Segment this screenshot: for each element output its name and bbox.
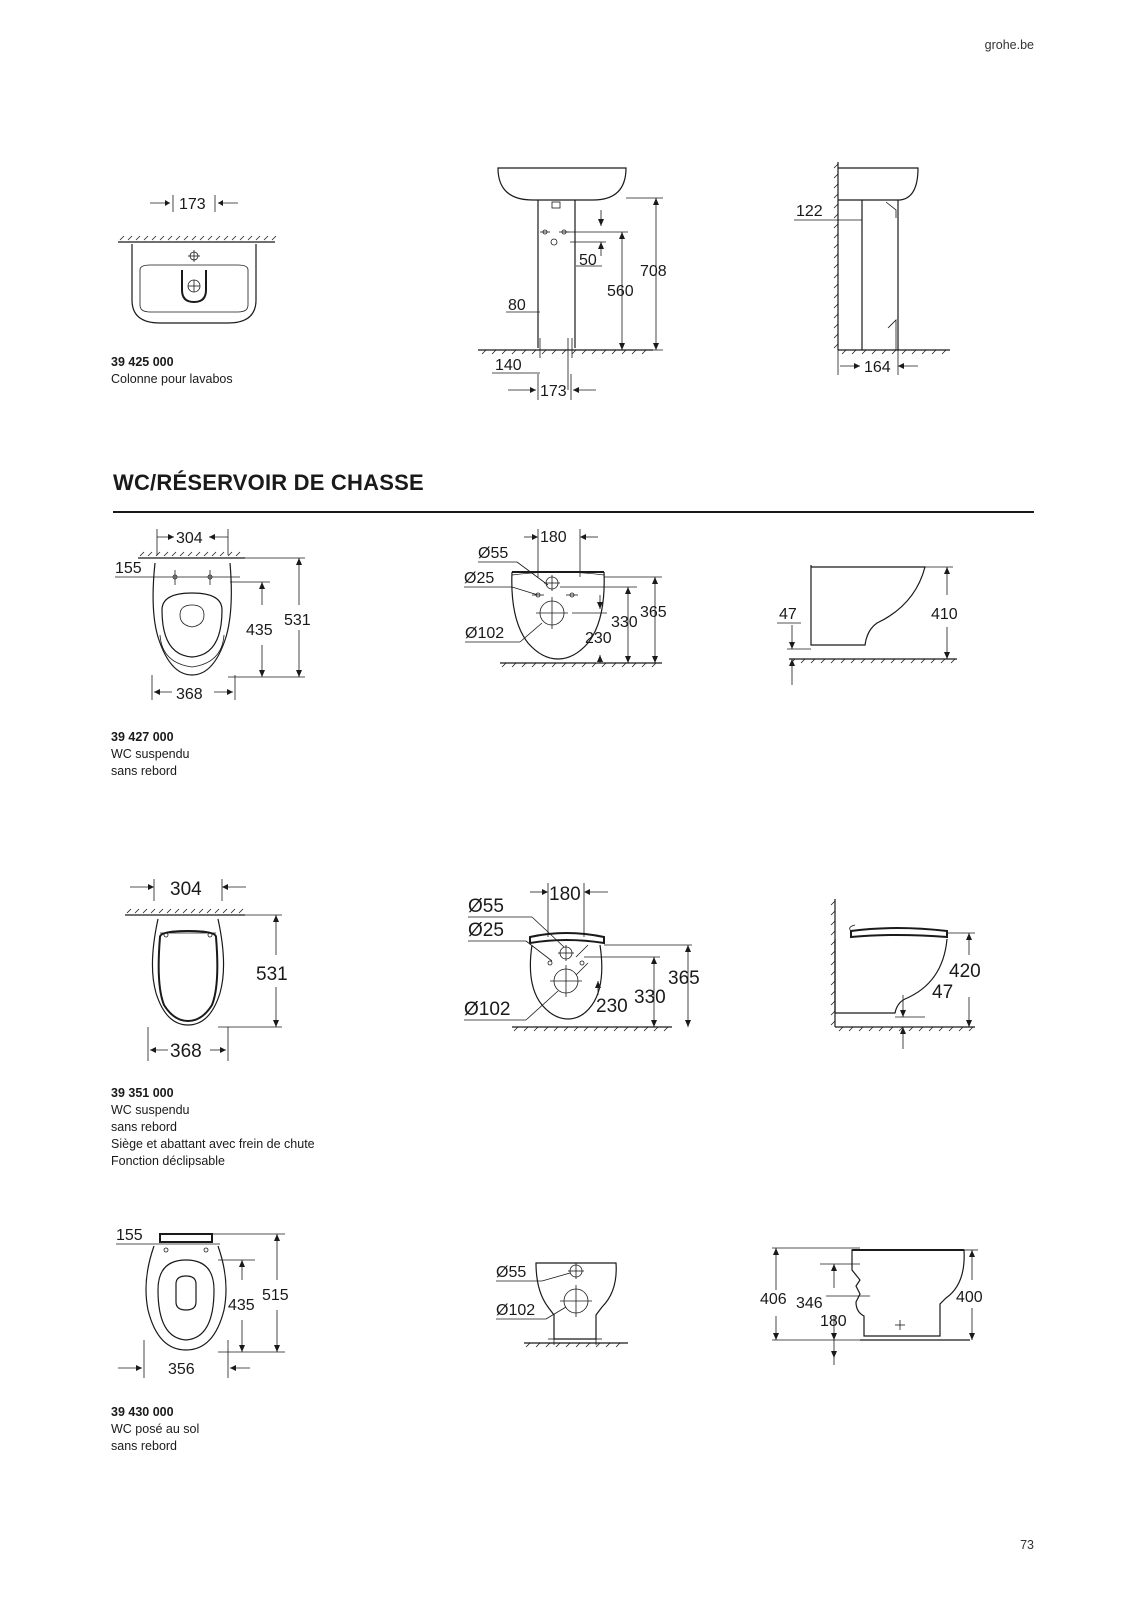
product-caption-39430000: 39 430 000 WC posé au sol sans rebord — [111, 1404, 199, 1455]
dim-140: 140 — [495, 357, 522, 374]
wc2-front-view-drawing: 180 Ø55 Ø25 Ø102 365 330 230 — [464, 883, 700, 1032]
dim-435: 435 — [246, 622, 273, 639]
dim-410: 410 — [931, 606, 958, 623]
dim-d55-b: Ø55 — [468, 896, 504, 917]
dim-365-b: 365 — [668, 968, 700, 989]
dim-356: 356 — [168, 1361, 195, 1378]
dim-330: 330 — [611, 614, 638, 631]
dim-368: 368 — [176, 686, 203, 703]
product-desc-line: WC suspendu — [111, 1103, 190, 1117]
product-caption-39351000: 39 351 000 WC suspendu sans rebord Siège… — [111, 1085, 315, 1170]
column-top-view-drawing: 173 — [118, 195, 277, 324]
dim-173-top: 173 — [179, 196, 206, 213]
dim-230: 230 — [585, 630, 612, 647]
dim-47: 47 — [779, 606, 797, 623]
dim-47-b: 47 — [932, 982, 953, 1003]
wc2-side-view-drawing: 420 47 — [830, 899, 981, 1049]
page-number: 73 — [1020, 1538, 1034, 1552]
dim-304: 304 — [176, 530, 203, 547]
dim-560: 560 — [607, 283, 634, 300]
dim-164: 164 — [864, 359, 891, 376]
wc2-top-view-drawing: 304 531 368 — [125, 879, 288, 1062]
dim-80: 80 — [508, 297, 526, 314]
dim-420: 420 — [949, 961, 981, 982]
product-code: 39 425 000 — [111, 355, 174, 369]
column-front-view-drawing: 708 560 50 80 140 173 — [478, 167, 667, 400]
dim-173-bottom: 173 — [540, 383, 567, 400]
dim-230-b: 230 — [596, 996, 628, 1017]
dim-531-b: 531 — [256, 964, 288, 985]
product-code: 39 430 000 — [111, 1405, 174, 1419]
dim-435-c: 435 — [228, 1297, 255, 1314]
product-desc-line: sans rebord — [111, 1120, 178, 1134]
dim-346: 346 — [796, 1295, 823, 1312]
wc3-side-view-drawing: 406 346 180 400 — [760, 1247, 983, 1365]
product-code: 39 427 000 — [111, 730, 174, 744]
dim-d102-b: Ø102 — [464, 999, 510, 1020]
dim-406: 406 — [760, 1291, 787, 1308]
dim-708: 708 — [640, 263, 667, 280]
section-title: WC/RÉSERVOIR DE CHASSE — [113, 470, 424, 495]
section-divider — [113, 511, 1034, 513]
dim-122: 122 — [796, 203, 823, 220]
wc3-front-view-drawing: Ø55 Ø102 — [496, 1262, 628, 1348]
dim-d25-b: Ø25 — [468, 920, 504, 941]
column-side-view-drawing: 122 164 — [794, 162, 950, 376]
product-desc-line: Colonne pour lavabos — [111, 372, 233, 386]
dim-180-b: 180 — [549, 884, 581, 905]
dim-368-b: 368 — [170, 1041, 202, 1062]
wc3-top-view-drawing: 155 435 515 356 — [116, 1227, 289, 1378]
dim-330-b: 330 — [634, 987, 666, 1008]
dim-d102-c: Ø102 — [496, 1302, 535, 1319]
dim-d55-c: Ø55 — [496, 1264, 526, 1281]
dim-515: 515 — [262, 1287, 289, 1304]
product-desc-line: Fonction déclipsable — [111, 1154, 225, 1168]
product-desc-line: WC posé au sol — [111, 1422, 200, 1436]
dim-531: 531 — [284, 612, 311, 629]
product-desc-line: sans rebord — [111, 764, 178, 778]
product-caption-39427000: 39 427 000 WC suspendu sans rebord — [111, 729, 190, 780]
dim-155: 155 — [115, 560, 142, 577]
dim-304-b: 304 — [170, 879, 202, 900]
wc1-top-view-drawing: 304 155 435 531 368 — [115, 529, 311, 703]
dim-50: 50 — [579, 252, 597, 269]
dim-365: 365 — [640, 604, 667, 621]
product-caption-39425000: 39 425 000 Colonne pour lavabos — [111, 354, 233, 388]
dim-d102: Ø102 — [465, 625, 504, 642]
dim-d25: Ø25 — [464, 570, 494, 587]
dim-180-c: 180 — [820, 1313, 847, 1330]
dim-155-c: 155 — [116, 1227, 143, 1244]
site-url: grohe.be — [984, 38, 1034, 52]
product-desc-line: sans rebord — [111, 1439, 178, 1453]
dim-180: 180 — [540, 529, 567, 546]
dim-d55: Ø55 — [478, 545, 508, 562]
product-desc-line: WC suspendu — [111, 747, 190, 761]
product-desc-line: Siège et abattant avec frein de chute — [111, 1137, 315, 1151]
dim-400: 400 — [956, 1289, 983, 1306]
wc1-front-view-drawing: 180 Ø55 Ø25 Ø102 365 330 230 — [464, 529, 667, 668]
product-code: 39 351 000 — [111, 1086, 174, 1100]
wc1-side-view-drawing: 47 410 — [777, 565, 958, 685]
